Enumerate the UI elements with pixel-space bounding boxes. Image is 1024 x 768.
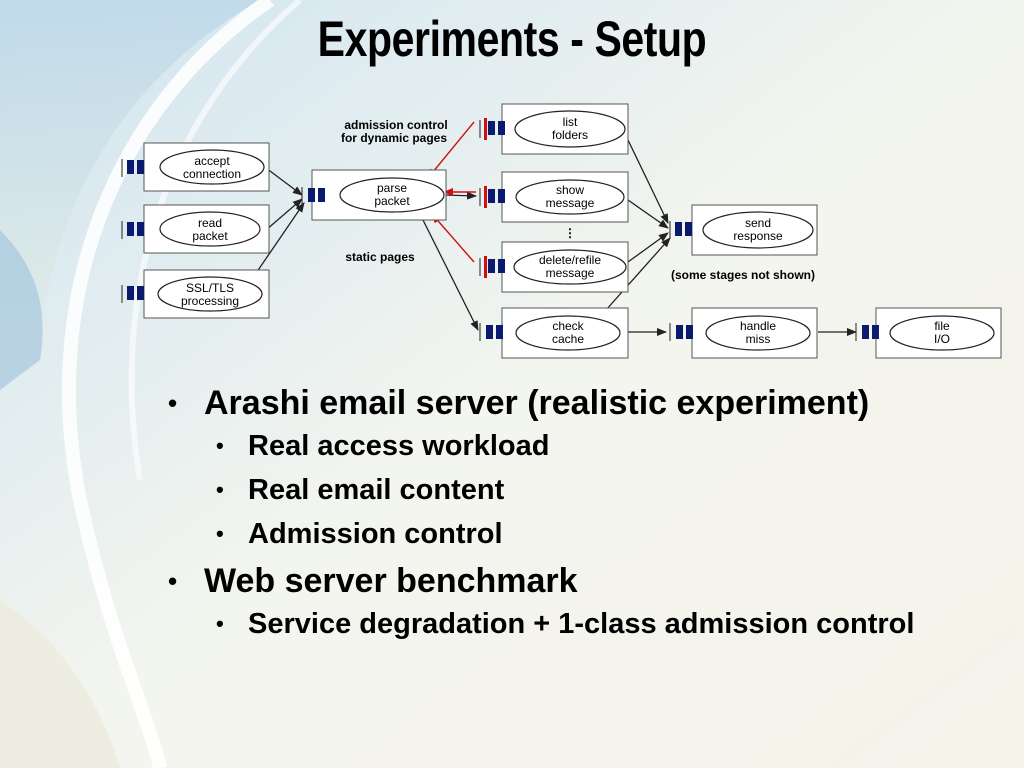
stage-label: connection — [183, 167, 241, 181]
stage-label: packet — [374, 194, 410, 208]
stage-list-folders: list folders — [479, 103, 629, 155]
stage-label: I/O — [934, 332, 950, 346]
admission-control-arrows — [427, 121, 476, 263]
stages-not-shown-label: (some stages not shown) — [671, 268, 815, 282]
stage-accept-connection: accept connection — [121, 142, 270, 192]
stage-show-message: show message — [479, 171, 629, 223]
sub-bullet-item: • Real access workload — [160, 428, 1010, 464]
edges — [249, 139, 857, 336]
bullet-dot: • — [216, 477, 224, 502]
sub-bullet-item: • Admission control — [160, 516, 1010, 552]
stage-label: check — [552, 319, 584, 333]
edge-check-send — [605, 237, 671, 311]
stage-label: message — [546, 196, 595, 210]
bullet-dot: • — [168, 388, 178, 418]
bullet-text: Web server benchmark — [204, 562, 578, 600]
stage-label: processing — [181, 294, 239, 308]
stage-label: send — [745, 216, 771, 230]
bullet-dot: • — [168, 566, 178, 596]
bullet-dot: • — [216, 433, 224, 458]
stage-label: accept — [194, 154, 230, 168]
admission-control-label: admission control — [344, 118, 447, 132]
edge-parse-check — [417, 209, 479, 331]
control-arrow-delete — [431, 213, 475, 263]
stage-handle-miss: handle miss — [669, 307, 818, 359]
stage-check-cache: check cache — [479, 307, 629, 359]
stage-file-io: file I/O — [855, 307, 1002, 359]
stage-label: folders — [552, 128, 588, 142]
bullet-dot: • — [216, 611, 224, 636]
stage-ssl-tls-processing: SSL/TLS processing — [121, 269, 270, 319]
bullet-dot: • — [216, 521, 224, 546]
stage-label: cache — [552, 332, 584, 346]
bullet-text: Arashi email server (realistic experimen… — [204, 384, 870, 422]
bullet-item: • Arashi email server (realistic experim… — [160, 382, 1010, 424]
stage-send-response: send response — [669, 204, 818, 256]
bullet-item: • Web server benchmark — [160, 560, 1010, 602]
stage-label: handle — [740, 319, 776, 333]
stage-label: packet — [192, 229, 228, 243]
stage-label: parse — [377, 181, 407, 195]
sub-bullet-item: • Real email content — [160, 472, 1010, 508]
stage-label: SSL/TLS — [186, 281, 234, 295]
stage-label: read — [198, 216, 222, 230]
bullet-list: • Arashi email server (realistic experim… — [160, 380, 1010, 650]
ellipsis-label: ⋮ — [564, 226, 576, 240]
stage-label: list — [563, 115, 578, 129]
stage-delete-refile-message: delete/refile message — [479, 241, 629, 293]
stage-label: show — [556, 183, 584, 197]
stage-label: message — [546, 266, 595, 280]
sub-bullet-text: Service degradation + 1-class admission … — [248, 608, 915, 640]
stage-label: miss — [746, 332, 771, 346]
edge-show-send — [627, 199, 669, 229]
sub-bullet-text: Admission control — [248, 518, 503, 550]
stage-label: delete/refile — [539, 253, 601, 267]
stage-label: response — [733, 229, 783, 243]
stage-read-packet: read packet — [121, 204, 270, 254]
edge-parse-show — [443, 191, 477, 200]
edge-list-send — [627, 139, 669, 224]
control-arrow-list — [427, 121, 475, 179]
sub-bullet-item: • Service degradation + 1-class admissio… — [160, 606, 1010, 642]
admission-control-label: for dynamic pages — [341, 131, 447, 145]
static-pages-label: static pages — [345, 250, 415, 264]
sub-bullet-text: Real access workload — [248, 430, 550, 462]
edge-accept-parse — [265, 167, 303, 196]
stage-label: file — [934, 319, 950, 333]
slide-title: Experiments - Setup — [317, 11, 707, 67]
edge-ssl-parse — [249, 202, 305, 283]
sub-bullet-text: Real email content — [248, 474, 505, 506]
stage-parse-packet: parse packet — [301, 169, 447, 221]
